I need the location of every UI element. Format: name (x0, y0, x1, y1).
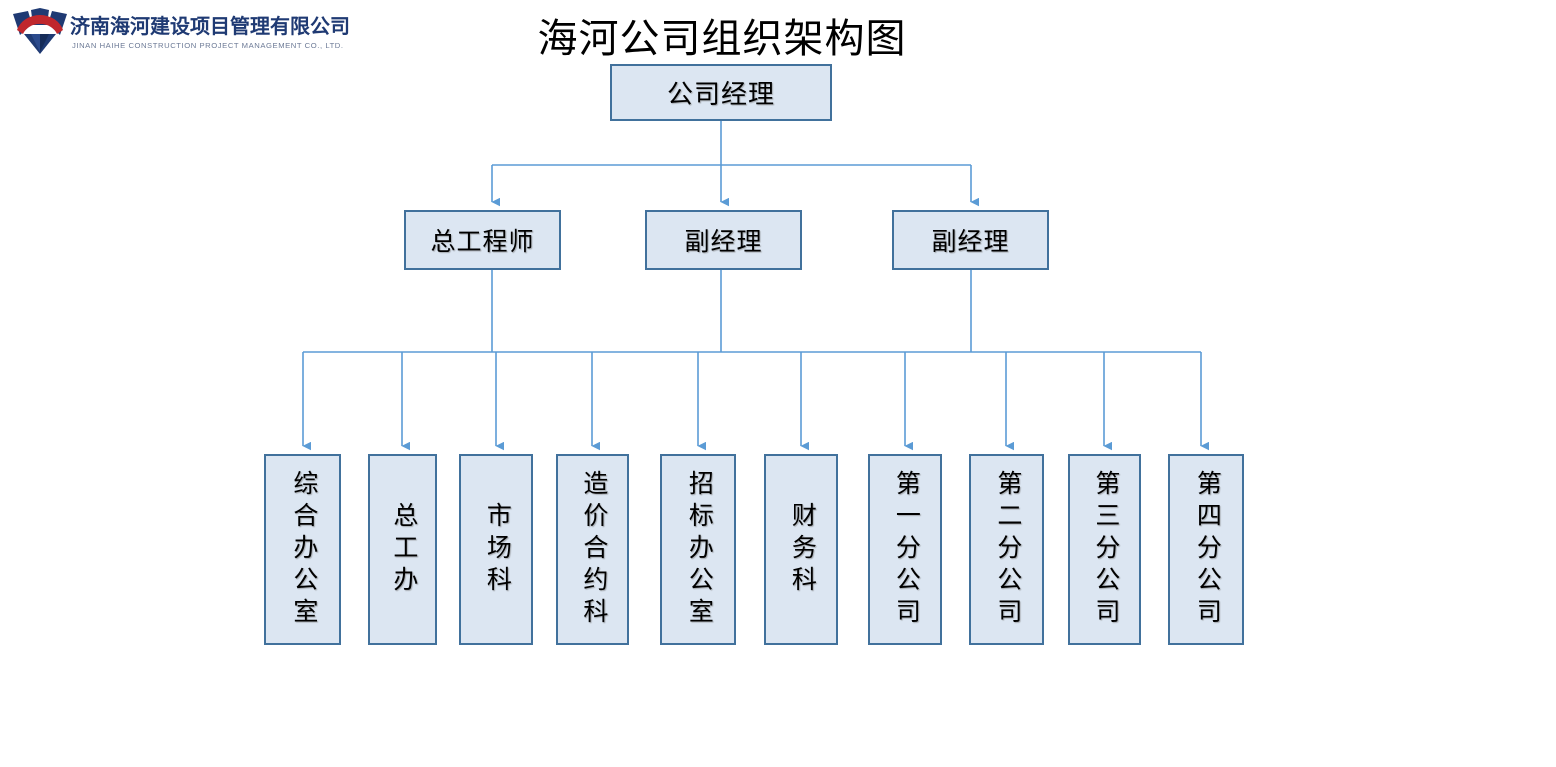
page-title: 海河公司组织架构图 (537, 16, 907, 61)
org-node-branch-1[interactable]: 第一分公司 (868, 454, 942, 645)
company-name-en: JINAN HAIHE CONSTRUCTION PROJECT MANAGEM… (72, 41, 344, 50)
org-node-finance-dept[interactable]: 财务科 (764, 454, 838, 645)
org-node-branch-3[interactable]: 第三分公司 (1068, 454, 1141, 645)
org-node-chief-engineer[interactable]: 总工程师 (404, 210, 561, 270)
org-node-bidding-office[interactable]: 招标办公室 (660, 454, 736, 645)
company-logo-block: 济南海河建设项目管理有限公司 JINAN HAIHE CONSTRUCTION … (12, 4, 350, 56)
org-node-deputy-manager-1[interactable]: 副经理 (645, 210, 802, 270)
org-node-market-dept[interactable]: 市场科 (459, 454, 533, 645)
diamond-gem-icon (13, 8, 67, 54)
org-node-deputy-manager-2[interactable]: 副经理 (892, 210, 1049, 270)
org-node-chief-engineer-office[interactable]: 总工办 (368, 454, 437, 645)
org-node-general-office[interactable]: 综合办公室 (264, 454, 341, 645)
company-name-cn: 济南海河建设项目管理有限公司 (70, 16, 350, 38)
org-node-company-manager[interactable]: 公司经理 (610, 64, 832, 121)
org-node-branch-2[interactable]: 第二分公司 (969, 454, 1044, 645)
org-node-cost-contract-dept[interactable]: 造价合约科 (556, 454, 629, 645)
org-node-branch-4[interactable]: 第四分公司 (1168, 454, 1244, 645)
